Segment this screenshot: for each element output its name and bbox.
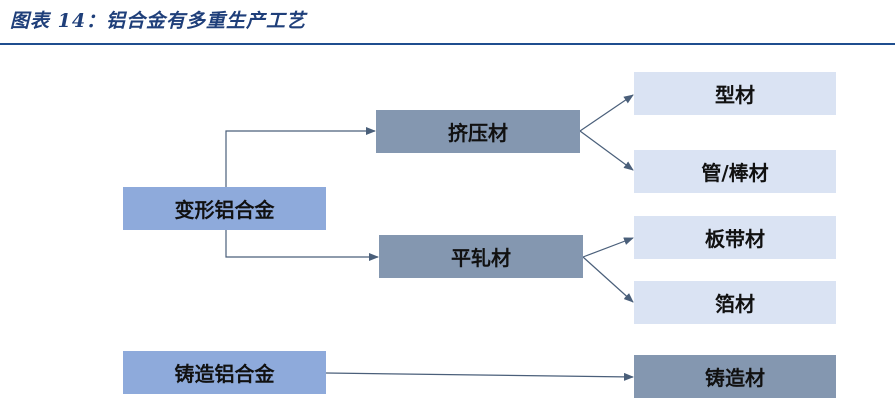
node-foil: 箔材 xyxy=(634,281,836,324)
connector-rolled-to-foil xyxy=(582,256,634,303)
node-rolled: 平轧材 xyxy=(379,235,583,278)
node-tube-rod: 管/棒材 xyxy=(634,150,836,193)
connector-extruded-to-profile xyxy=(579,94,634,132)
node-plate-strip: 板带材 xyxy=(634,216,836,259)
connector-extruded-to-tube-rod xyxy=(579,130,634,171)
node-profile: 型材 xyxy=(634,72,836,115)
node-cast-aluminum-alloy: 铸造铝合金 xyxy=(123,351,326,394)
connector-wrought-to-extruded xyxy=(225,127,376,187)
connector-cast-to-casting xyxy=(325,372,634,381)
node-extruded: 挤压材 xyxy=(376,110,580,153)
connector-rolled-to-plate-strip xyxy=(582,237,634,258)
node-wrought-aluminum-alloy: 变形铝合金 xyxy=(123,187,326,230)
node-casting: 铸造材 xyxy=(634,355,836,398)
connector-wrought-to-rolled xyxy=(225,230,379,261)
figure-title: 图表 14：铝合金有多重生产工艺 xyxy=(10,10,307,32)
title-divider xyxy=(0,43,895,45)
